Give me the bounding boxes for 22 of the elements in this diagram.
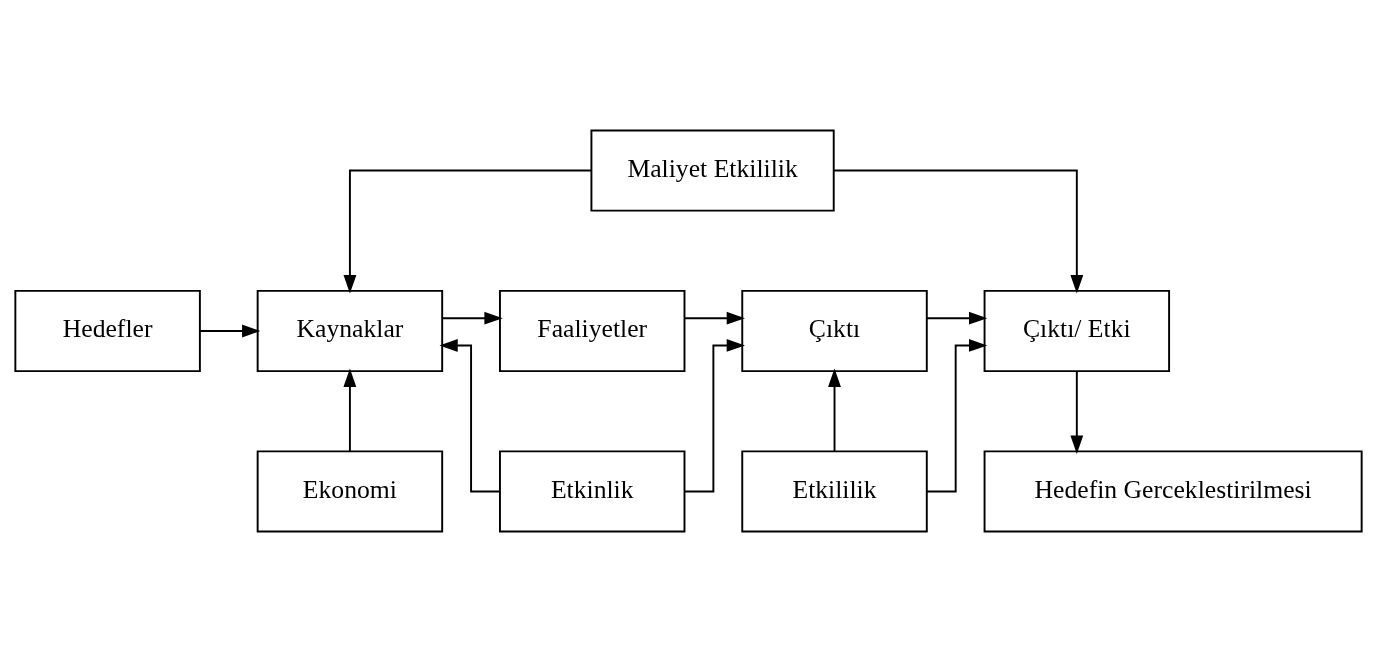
arrow: [441, 311, 503, 325]
arrow: [683, 338, 745, 492]
arrow: [198, 324, 261, 337]
node-box: Faaliyetler: [499, 289, 686, 372]
node-box: Ekonomi: [256, 449, 444, 533]
arrow: [925, 311, 988, 325]
arrow: [832, 169, 1084, 293]
node-box: Kaynaklar: [256, 289, 444, 372]
arrow: [828, 368, 841, 452]
node-box: Çıktı/ Etki: [983, 289, 1171, 372]
node-box: Hedefin Gerceklestirilmesi: [983, 449, 1363, 533]
node-box: Maliyet Etkililik: [590, 128, 835, 212]
arrow: [683, 311, 745, 325]
arrow: [926, 338, 988, 492]
node-box: Hedefler: [14, 289, 201, 372]
arrow: [1070, 370, 1084, 454]
node-box: Etkililik: [741, 449, 928, 533]
arrow: [343, 368, 357, 452]
node-box: Etkinlik: [499, 449, 686, 533]
node-box: Çıktı: [741, 289, 928, 372]
arrow: [343, 169, 593, 293]
arrow: [439, 338, 501, 492]
